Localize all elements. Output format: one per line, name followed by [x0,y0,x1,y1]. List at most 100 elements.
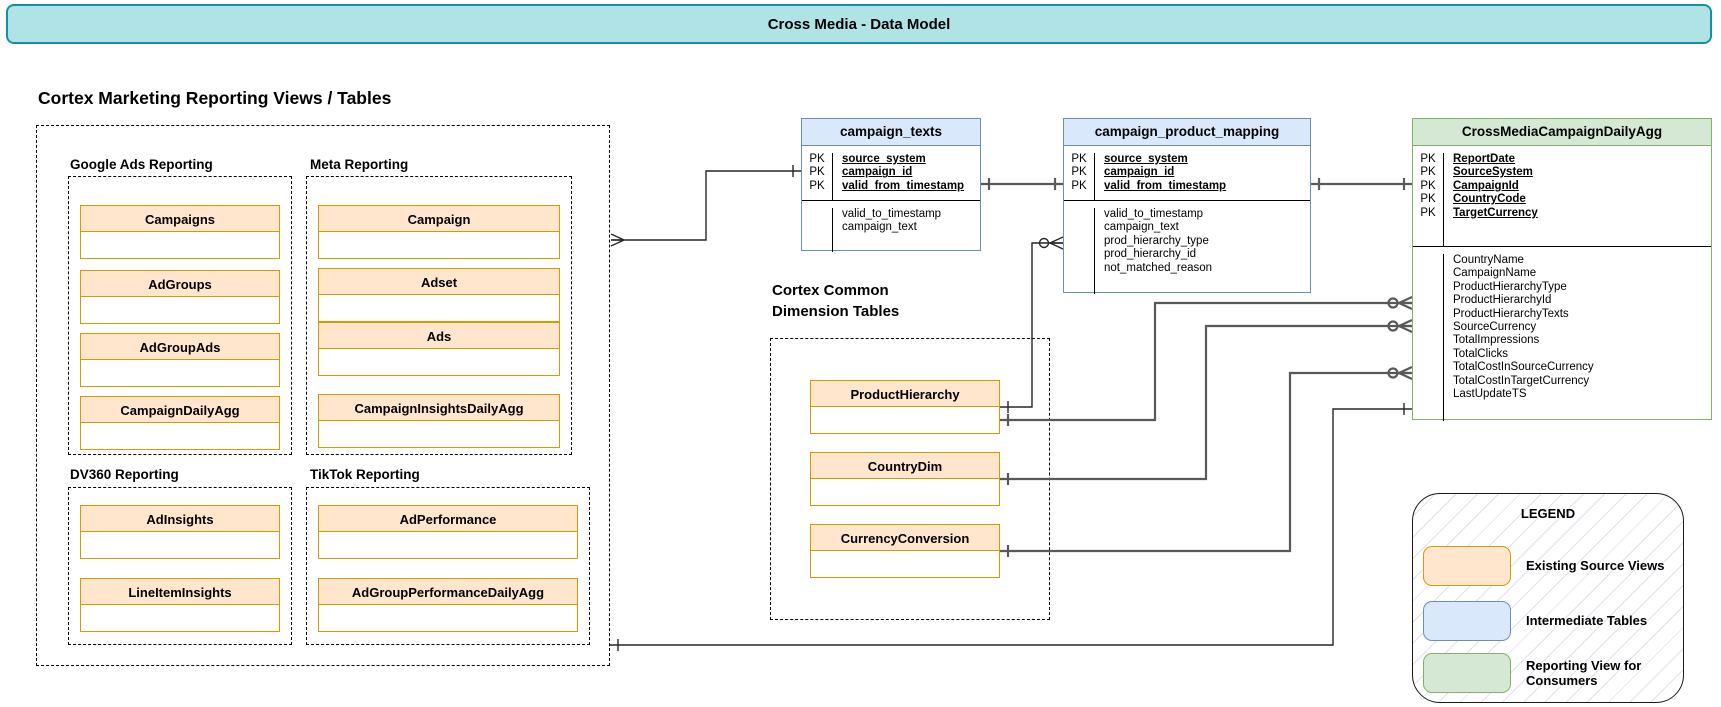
pk-field-countrycode: CountryCode [1453,193,1526,206]
connector-sources-to-agg [610,403,1412,651]
entity-adgroupperformancedailyagg: AdGroupPerformanceDailyAgg [318,578,578,632]
entity-title: AdGroupAds [80,333,280,360]
pk-field-source_system: source_system [842,153,926,165]
field-totalcostintargetcurrency: TotalCostInTargetCurrency [1453,374,1590,387]
pk-field-sourcesystem: SourceSystem [1453,166,1533,179]
legend-item-label: Intermediate Tables [1526,613,1647,629]
entity-adgroupads: AdGroupAds [80,333,280,387]
entity-campaigndailyagg: CampaignDailyAgg [80,396,280,450]
pk-tag [1413,348,1443,361]
google-ads-reporting-label: Google Ads Reporting [70,156,213,173]
pk-tag: PK [1420,153,1436,165]
field-totalimpressions: TotalImpressions [1453,334,1540,347]
entity-campaign: Campaign [318,205,560,259]
pk-field-campaign_id: campaign_id [842,166,913,179]
pk-tag: PK [809,179,825,192]
entity-title: AdPerformance [318,505,578,532]
entity-campaigninsightsdailyagg: CampaignInsightsDailyAgg [318,394,560,448]
entity-title: CountryDim [810,452,1000,479]
pk-column [802,208,832,252]
pk-column [1064,208,1094,294]
dv360-reporting-box [68,487,292,645]
entity-attributes-area [318,349,560,376]
entity-countrydim: CountryDim [810,452,1000,506]
table-title: campaign_product_mapping [1064,119,1310,146]
pk-tag [1064,208,1094,221]
pk-field-valid_from_timestamp: valid_from_timestamp [842,179,965,192]
diagram-title-banner: Cross Media - Data Model [6,4,1712,44]
connector-sources-to-campaign-texts [610,165,801,247]
field-sourcecurrency: SourceCurrency [1453,320,1537,333]
legend-title: LEGEND [1520,506,1576,521]
entity-attributes-area [318,295,560,322]
entity-adgroups: AdGroups [80,270,280,324]
field-not_matched_reason: not_matched_reason [1104,261,1213,274]
pk-tag [1413,294,1443,307]
entity-attributes-area [318,421,560,448]
field-totalcostinsourcecurrency: TotalCostInSourceCurrency [1453,361,1594,374]
pk-tag [1413,361,1443,374]
group-label-line: TikTok Reporting [310,467,420,482]
connector-mapping-to-agg [1311,178,1412,190]
pk-field-targetcurrency: TargetCurrency [1453,206,1538,219]
entity-title: AdInsights [80,505,280,532]
pk-field-source_system: source_system [1104,153,1188,165]
field-campaign_text: campaign_text [842,221,917,234]
google-ads-reporting-box [68,176,292,455]
entity-lineiteminsights: LineItemInsights [80,578,280,632]
pk-tag [1413,388,1443,401]
pk-tag: PK [1071,166,1087,179]
connector-campaign-texts-to-mapping [981,178,1063,190]
entity-title: Campaigns [80,205,280,232]
orange-swatch [1423,546,1511,586]
field-countryname: CountryName [1453,254,1524,266]
entity-title: Adset [318,268,560,295]
table-title: CrossMediaCampaignDailyAgg [1413,119,1711,146]
connector-currencyconversion-to-agg [1000,366,1413,557]
section-heading: Cortex Marketing Reporting Views / Table… [38,88,392,108]
field-valid_to_timestamp: valid_to_timestamp [1104,208,1204,220]
entity-title: CampaignInsightsDailyAgg [318,394,560,421]
field-prod_hierarchy_id: prod_hierarchy_id [1104,248,1197,261]
group-label-line: Meta Reporting [310,157,409,172]
entity-adset: Adset [318,268,560,322]
entity-attributes-area [80,232,280,259]
entity-adinsights: AdInsights [80,505,280,559]
legend-item-label: Existing Source Views [1526,558,1664,574]
field-producthierarchytexts: ProductHierarchyTexts [1453,307,1569,320]
pk-tag [1413,334,1443,347]
connector-mapping-to-product-hierarchy [1000,236,1064,413]
legend-item-orange: Existing Source Views [1423,546,1673,586]
entity-attributes-area [80,360,280,387]
pk-tag: PK [1420,166,1436,179]
entity-adperformance: AdPerformance [318,505,578,559]
pk-tag: PK [1420,193,1436,206]
entity-title: Campaign [318,205,560,232]
pk-tag: PK [1071,153,1087,165]
dv360-reporting-label: DV360 Reporting [70,466,179,483]
entity-attributes-area [318,532,578,559]
meta-reporting-box [306,176,572,455]
entity-attributes-area [810,551,1000,578]
diagram-title: Cross Media - Data Model [767,15,951,33]
entity-title: LineItemInsights [80,578,280,605]
entity-title: ProductHierarchy [810,380,1000,407]
entity-attributes-area [80,297,280,324]
field-lastupdatets: LastUpdateTS [1453,387,1527,400]
entity-currencyconversion: CurrencyConversion [810,524,1000,578]
field-totalclicks: TotalClicks [1453,347,1508,360]
pk-field-reportdate: ReportDate [1453,153,1515,165]
group-label-line: Google Ads Reporting [70,157,213,172]
